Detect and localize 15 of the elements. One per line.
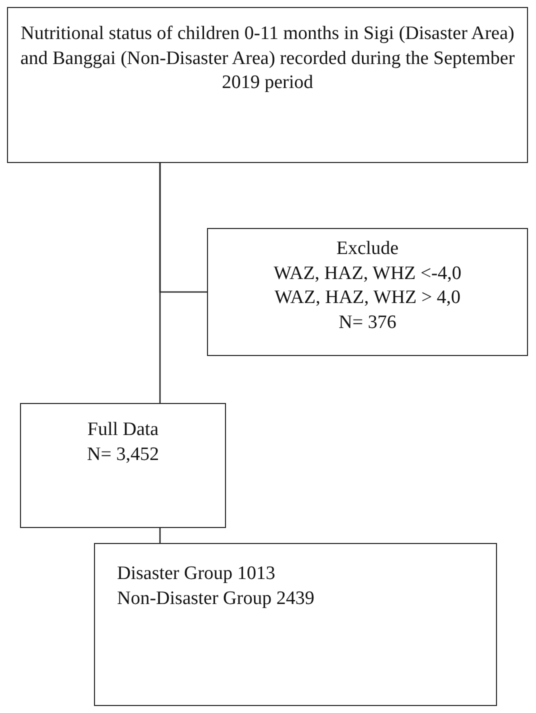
box-text: Disaster Group 1013 xyxy=(117,562,276,586)
box-text: WAZ, HAZ, WHZ > 4,0 xyxy=(274,286,461,310)
process-box xyxy=(207,228,528,356)
process-box xyxy=(94,543,497,706)
box-text: Nutritional status of children 0-11 months in Sigi (Disaster Area) and Banggai (Non-Disaster Area) recorded during the September 2019 period xyxy=(19,22,516,96)
box-text: WAZ, HAZ, WHZ <-4,0 xyxy=(274,262,462,286)
connector-line xyxy=(159,528,161,543)
box-text: Full Data xyxy=(87,418,159,442)
box-text: N= 3,452 xyxy=(87,442,159,467)
process-box xyxy=(20,403,226,528)
box-text: N= 376 xyxy=(338,311,396,336)
box-text: Non-Disaster Group 2439 xyxy=(117,586,314,611)
box-text: Exclude xyxy=(336,237,399,261)
process-box xyxy=(7,7,528,163)
connector-line xyxy=(159,163,161,403)
